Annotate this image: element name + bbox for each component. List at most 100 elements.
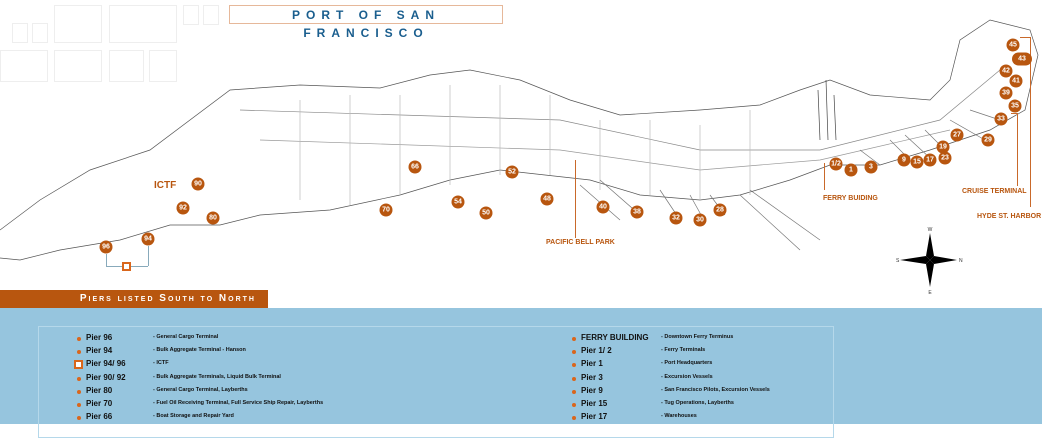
pier-marker-40[interactable]: 40 <box>596 200 610 214</box>
bullet-icon <box>572 363 576 367</box>
decorative-box <box>0 50 48 82</box>
pier-marker-1[interactable]: 1 <box>844 163 858 177</box>
callout-line <box>1017 113 1018 186</box>
pier-marker-33[interactable]: 33 <box>994 112 1008 126</box>
pier-marker-96[interactable]: 96 <box>99 240 113 254</box>
ictf-label: ICTF <box>154 180 177 191</box>
pier-marker-1-2[interactable]: 1/2 <box>829 157 843 171</box>
compass-n: W <box>928 227 933 233</box>
pier-marker-23[interactable]: 23 <box>938 151 952 165</box>
pier-description: - Bulk Aggregate Terminal - Hanson <box>153 347 246 353</box>
compass-s: E <box>928 290 932 295</box>
callout-line <box>1011 113 1018 114</box>
pier-description: - Fuel Oil Receiving Terminal, Full Serv… <box>153 400 324 406</box>
ferry-building-label: FERRY BUIDING <box>823 195 878 202</box>
pier-name: FERRY BUILDING <box>581 333 649 342</box>
pier-description: - Excursion Vessels <box>661 374 713 380</box>
pier-name: Pier 1/ 2 <box>581 346 612 355</box>
pier-description: - Port Headquarters <box>661 360 713 366</box>
pier-description: - General Cargo Terminal, Layberths <box>153 387 248 393</box>
pier-description: - San Francisco Pilots, Excursion Vessel… <box>661 387 770 393</box>
bullet-icon <box>572 403 576 407</box>
pier-name: Pier 80 <box>86 386 113 395</box>
waterfront-map[interactable] <box>0 0 1042 290</box>
page-title: PORT OF SAN FRANCISCO <box>229 5 503 40</box>
pier-marker-9[interactable]: 9 <box>897 153 911 167</box>
pier-legend: Pier 96- General Cargo Terminal Pier 94-… <box>0 308 1042 438</box>
pier-marker-41[interactable]: 41 <box>1009 74 1023 88</box>
pier-marker-35[interactable]: 35 <box>1008 99 1022 113</box>
pier-name: Pier 94 <box>86 346 113 355</box>
pier-marker-70[interactable]: 70 <box>379 203 393 217</box>
pier-marker-19[interactable]: 19 <box>936 140 950 154</box>
bullet-icon <box>572 377 576 381</box>
callout-line <box>575 160 576 238</box>
bullet-icon <box>572 416 576 420</box>
pier-description: - Bulk Aggregate Terminals, Liquid Bulk … <box>153 374 281 380</box>
pier-marker-48[interactable]: 48 <box>540 192 554 206</box>
pier-name: Pier 66 <box>86 412 113 421</box>
ictf-square-icon <box>74 360 83 369</box>
pier-marker-66[interactable]: 66 <box>408 160 422 174</box>
pier-marker-92[interactable]: 92 <box>176 201 190 215</box>
pier-marker-42[interactable]: 42 <box>999 64 1013 78</box>
pier-description: - Boat Storage and Repair Yard <box>153 413 234 419</box>
pier-marker-50[interactable]: 50 <box>479 206 493 220</box>
pier-marker-30[interactable]: 30 <box>693 213 707 227</box>
pier-marker-3[interactable]: 3 <box>864 160 878 174</box>
decorative-box <box>54 5 102 43</box>
pier-marker-52[interactable]: 52 <box>505 165 519 179</box>
shoreline <box>0 19 1039 261</box>
pier-name: Pier 96 <box>86 333 113 342</box>
bullet-icon <box>77 377 81 381</box>
pier-name: Pier 1 <box>581 359 603 368</box>
bullet-icon <box>77 390 81 394</box>
pier-marker-43-1-2[interactable]: 43 1/2 <box>1012 52 1032 76</box>
legend-box <box>38 326 834 438</box>
section-bar: Piers listed South to North <box>0 290 268 308</box>
pier-marker-45[interactable]: 45 <box>1006 38 1020 52</box>
decorative-box <box>109 50 144 82</box>
bullet-icon <box>572 350 576 354</box>
pier-marker-27[interactable]: 27 <box>950 128 964 142</box>
callout-line <box>1030 37 1031 207</box>
pier-marker-54[interactable]: 54 <box>451 195 465 209</box>
pier-marker-15[interactable]: 15 <box>910 155 924 169</box>
callout-line <box>1020 37 1031 38</box>
pier-marker-32[interactable]: 32 <box>669 211 683 225</box>
pier-description: - Warehouses <box>661 413 697 419</box>
pier-description: - Downtown Ferry Terminus <box>661 334 734 340</box>
ictf-marker-icon <box>122 262 131 271</box>
pier-marker-39[interactable]: 39 <box>999 86 1013 100</box>
bullet-icon <box>572 390 576 394</box>
compass-e: N <box>959 258 963 264</box>
decorative-box <box>109 5 177 43</box>
pier-marker-28[interactable]: 28 <box>713 203 727 217</box>
pier-name: Pier 17 <box>581 412 608 421</box>
bullet-icon <box>572 337 576 341</box>
pier-name: Pier 9 <box>581 386 603 395</box>
pier-description: - ICTF <box>153 360 169 366</box>
decorative-box <box>149 50 177 82</box>
callout-line <box>148 246 149 266</box>
decorative-box <box>32 23 48 43</box>
cruise-terminal-label: CRUISE TERMINAL <box>962 188 1027 195</box>
pier-marker-90[interactable]: 90 <box>191 177 205 191</box>
pier-description: - Ferry Terminals <box>661 347 706 353</box>
pier-marker-80[interactable]: 80 <box>206 211 220 225</box>
pier-marker-17[interactable]: 17 <box>923 153 937 167</box>
hyde-st-harbor-label: HYDE ST. HARBOR <box>977 213 1042 220</box>
pier-name: Pier 3 <box>581 373 603 382</box>
callout-line <box>106 254 107 266</box>
decorative-box <box>203 5 219 25</box>
decorative-box <box>54 50 102 82</box>
compass-rose-icon: W E S N <box>895 225 965 296</box>
pier-marker-29[interactable]: 29 <box>981 133 995 147</box>
pier-name: Pier 15 <box>581 399 608 408</box>
pier-marker-94[interactable]: 94 <box>141 232 155 246</box>
bullet-icon <box>77 337 81 341</box>
pier-name: Pier 90/ 92 <box>86 373 126 382</box>
bullet-icon <box>77 350 81 354</box>
decorative-box <box>12 23 28 43</box>
pier-marker-38[interactable]: 38 <box>630 205 644 219</box>
